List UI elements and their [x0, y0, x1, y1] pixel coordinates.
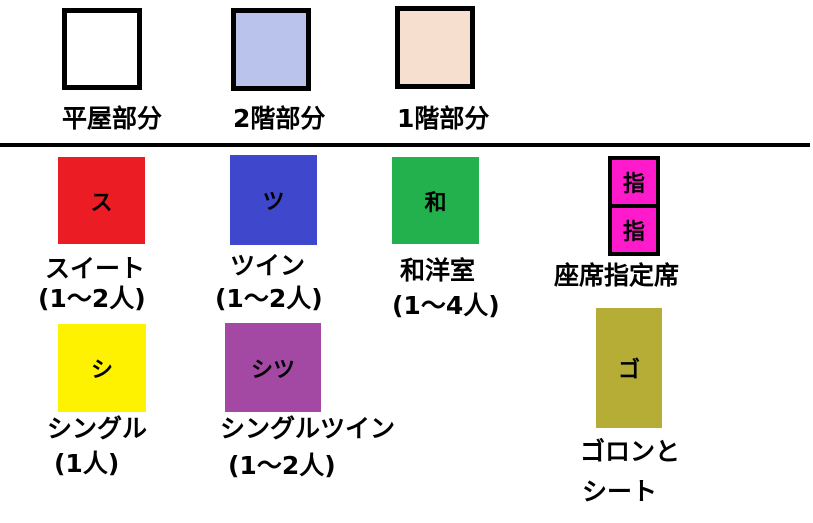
goron-seat-label-line2: シート [582, 477, 658, 506]
japanese-western-capacity: (1～4人) [392, 291, 500, 320]
single-story-label: 平屋部分 [62, 104, 163, 133]
twin-swatch: ツ [230, 155, 317, 245]
goron-seat-label-line1: ゴロンと [580, 437, 681, 466]
twin-capacity: (1～2人) [215, 284, 323, 313]
single-twin-capacity: (1～2人) [228, 451, 336, 480]
reserved-seat-swatch: 指 指 [608, 156, 660, 256]
single-capacity: (1人) [54, 449, 120, 478]
japanese-western-swatch: 和 [392, 157, 479, 244]
second-floor-label: 2階部分 [233, 104, 326, 133]
reserved-seat-cell: 指 [612, 208, 656, 252]
single-label: シングル [47, 414, 148, 443]
reserved-seat-label: 座席指定席 [554, 261, 680, 290]
first-floor-swatch [395, 6, 475, 89]
second-floor-swatch [231, 8, 311, 91]
divider [0, 143, 810, 147]
single-twin-label: シングルツイン [220, 414, 396, 443]
japanese-western-label: 和洋室 [400, 256, 476, 285]
suite-capacity: (1～2人) [38, 284, 146, 313]
single-twin-swatch: シツ [225, 323, 321, 412]
first-floor-label: 1階部分 [397, 104, 490, 133]
suite-swatch: ス [58, 157, 145, 244]
single-swatch: シ [58, 324, 146, 412]
suite-label: スイート [45, 254, 146, 283]
twin-label: ツイン [230, 251, 306, 280]
reserved-seat-cell: 指 [612, 160, 656, 204]
goron-seat-swatch: ゴ [596, 308, 662, 428]
single-story-swatch [62, 8, 142, 90]
